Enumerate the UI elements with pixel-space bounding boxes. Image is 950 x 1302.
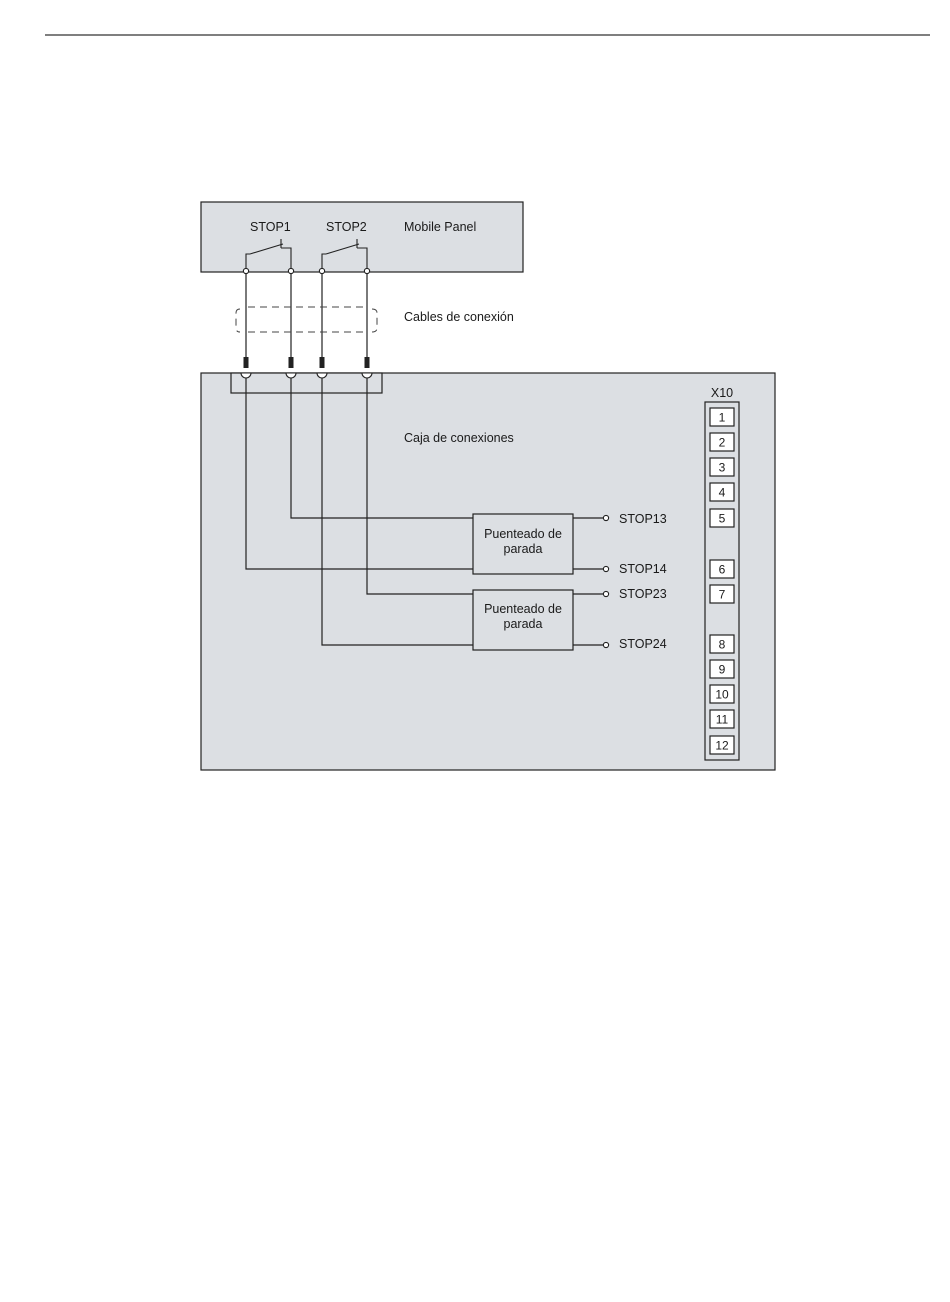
terminal-block <box>705 402 739 760</box>
terminal-label-10: 10 <box>715 688 729 702</box>
stop2-label: STOP2 <box>326 220 367 234</box>
mobile-panel-box <box>201 202 523 272</box>
terminal-label-11: 11 <box>716 713 729 727</box>
bridge-1-line1: Puenteado de <box>484 527 562 541</box>
terminal-label-2: 2 <box>719 436 726 450</box>
bridge-2-line2: parada <box>504 617 543 631</box>
junction-box-label: Caja de conexiones <box>404 431 514 445</box>
mobile-panel-label: Mobile Panel <box>404 220 476 234</box>
stop23-label: STOP23 <box>619 587 667 601</box>
bridge-1-line2: parada <box>504 542 543 556</box>
terminal-label-6: 6 <box>719 563 726 577</box>
connection-cables <box>246 271 367 360</box>
stop24-label: STOP24 <box>619 637 667 651</box>
connector-strip <box>231 373 382 393</box>
terminal-label-9: 9 <box>719 663 726 677</box>
terminal-block-title: X10 <box>711 386 733 400</box>
terminal-label-3: 3 <box>719 461 726 475</box>
stop13-label: STOP13 <box>619 512 667 526</box>
terminal-label-5: 5 <box>719 512 726 526</box>
stop14-label: STOP14 <box>619 562 667 576</box>
cable-bundle-outline <box>236 307 377 332</box>
terminal-label-12: 12 <box>715 739 729 753</box>
terminal-label-1: 1 <box>719 411 726 425</box>
stop1-label: STOP1 <box>250 220 291 234</box>
cable-ferrules <box>244 357 370 368</box>
terminal-label-8: 8 <box>719 638 726 652</box>
terminal-label-4: 4 <box>719 486 726 500</box>
bridge-2-line1: Puenteado de <box>484 602 562 616</box>
cables-label: Cables de conexión <box>404 310 514 324</box>
terminal-label-7: 7 <box>719 588 726 602</box>
